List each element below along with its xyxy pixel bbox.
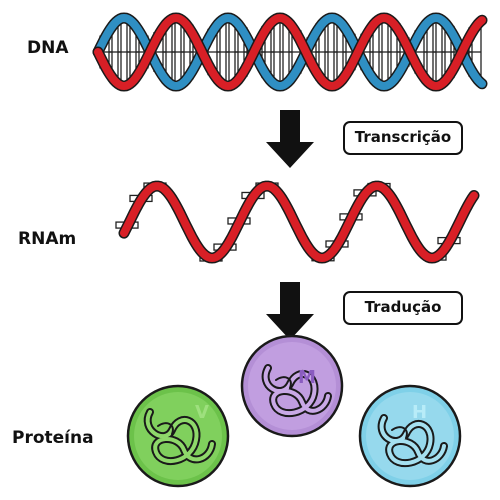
- protein-h: [358, 384, 462, 488]
- arrow-down-icon: [266, 110, 314, 168]
- mrna-strand: [115, 180, 480, 264]
- protein-label: Proteína: [12, 428, 94, 448]
- protein-m: [240, 334, 344, 438]
- dna-label: DNA: [27, 38, 69, 58]
- mrna-label: RNAm: [18, 229, 77, 249]
- protein-fold-icon: [143, 408, 216, 465]
- protein-letter-v: V: [195, 402, 209, 423]
- mrna-backbone-fill: [120, 182, 478, 263]
- dna-strand-red-fill: [94, 13, 486, 91]
- protein-fold-icon: [261, 364, 332, 417]
- protein-letter-h: H: [412, 402, 427, 423]
- dna-helix: [92, 12, 488, 92]
- arrow-down-icon: [266, 282, 314, 340]
- protein-letter-m: M: [298, 367, 316, 388]
- translation-step-box: Tradução: [343, 291, 463, 325]
- protein-v: [126, 384, 230, 488]
- dna-strand-blue-fill: [94, 13, 486, 91]
- transcription-step-box: Transcrição: [343, 121, 463, 155]
- protein-fold-icon: [377, 414, 448, 467]
